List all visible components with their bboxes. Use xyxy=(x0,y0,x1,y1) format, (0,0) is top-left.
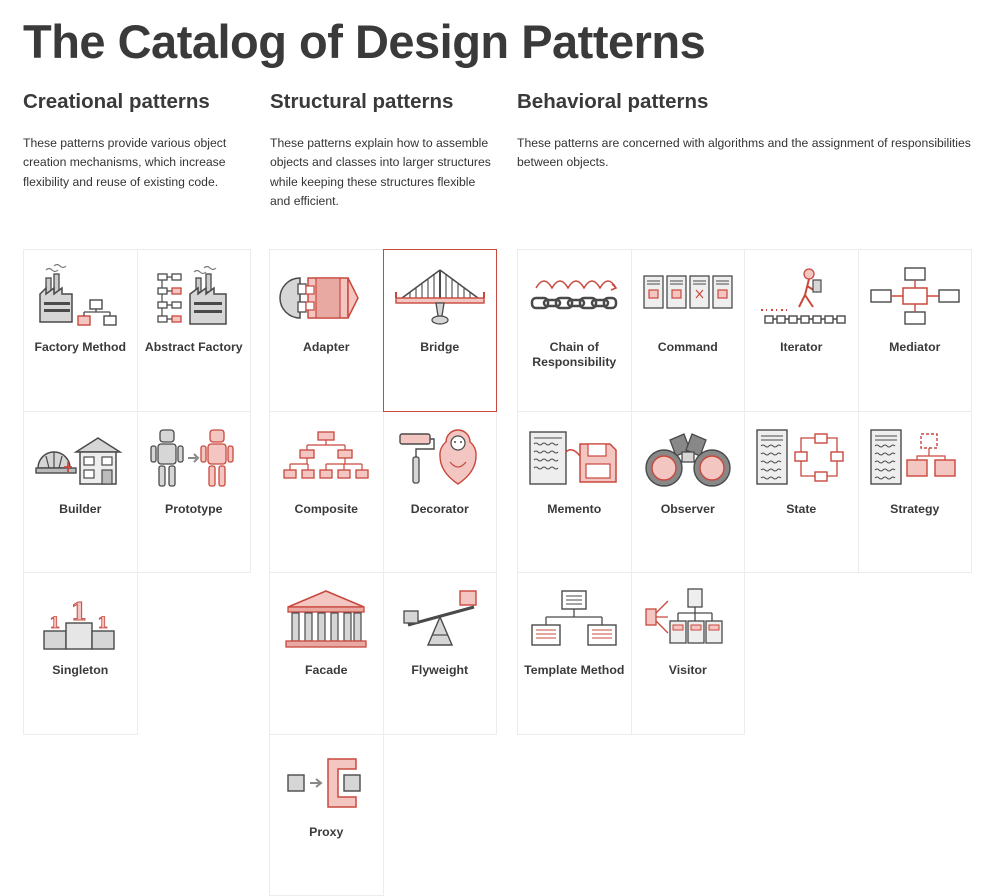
svg-text:1: 1 xyxy=(50,613,61,632)
pattern-card-decorator[interactable]: Decorator xyxy=(383,411,498,574)
pattern-card-abstract-factory[interactable]: Abstract Factory xyxy=(137,249,252,412)
pattern-card-builder[interactable]: Builder xyxy=(23,411,138,574)
pattern-card-visitor[interactable]: Visitor xyxy=(631,572,746,735)
template-method-icon xyxy=(526,587,622,657)
pattern-label: Factory Method xyxy=(28,340,132,355)
pattern-label: Observer xyxy=(655,502,721,517)
pattern-label: Proxy xyxy=(303,825,349,840)
pattern-card-adapter[interactable]: Adapter xyxy=(269,249,384,412)
pattern-card-bridge[interactable]: Bridge xyxy=(383,249,498,412)
singleton-icon: 1 1 1 xyxy=(32,587,128,657)
pattern-label: Adapter xyxy=(297,340,355,355)
pattern-label: Memento xyxy=(541,502,607,517)
state-icon xyxy=(753,426,849,496)
creational-grid: Factory Method Abstract Factory xyxy=(23,249,250,734)
composite-icon xyxy=(278,426,374,496)
bridge-icon xyxy=(392,264,488,334)
svg-text:1: 1 xyxy=(98,613,109,632)
pattern-card-memento[interactable]: Memento xyxy=(517,411,632,574)
pattern-label: Visitor xyxy=(663,663,713,678)
pattern-label: Singleton xyxy=(46,663,114,678)
behavioral-grid: Chain of Responsibility Command xyxy=(517,249,971,734)
creational-description: These patterns provide various object cr… xyxy=(23,134,241,192)
abstract-factory-icon xyxy=(146,264,242,334)
pattern-label: State xyxy=(780,502,822,517)
visitor-icon xyxy=(640,587,736,657)
pattern-label: Iterator xyxy=(774,340,828,355)
pattern-card-mediator[interactable]: Mediator xyxy=(858,249,973,412)
pattern-card-prototype[interactable]: Prototype xyxy=(137,411,252,574)
chain-of-responsibility-icon xyxy=(526,264,622,334)
mediator-icon xyxy=(867,264,963,334)
pattern-card-chain-of-responsibility[interactable]: Chain of Responsibility xyxy=(517,249,632,412)
pattern-label: Command xyxy=(652,340,724,355)
factory-method-icon xyxy=(32,264,128,334)
pattern-label: Decorator xyxy=(405,502,475,517)
structural-heading: Structural patterns xyxy=(270,88,453,116)
observer-icon xyxy=(640,426,736,496)
memento-icon xyxy=(526,426,622,496)
flyweight-icon xyxy=(392,587,488,657)
pattern-card-proxy[interactable]: Proxy xyxy=(269,734,384,896)
pattern-card-composite[interactable]: Composite xyxy=(269,411,384,574)
prototype-icon xyxy=(146,426,242,496)
proxy-icon xyxy=(278,749,374,819)
pattern-label: Composite xyxy=(288,502,364,517)
adapter-icon xyxy=(278,264,374,334)
pattern-label: Facade xyxy=(299,663,353,678)
pattern-label: Chain of Responsibility xyxy=(518,340,631,370)
command-icon xyxy=(640,264,736,334)
structural-grid: Adapter Bridge Composite xyxy=(269,249,496,895)
pattern-label: Bridge xyxy=(414,340,465,355)
iterator-icon xyxy=(753,264,849,334)
pattern-card-iterator[interactable]: Iterator xyxy=(744,249,859,412)
pattern-card-template-method[interactable]: Template Method xyxy=(517,572,632,735)
pattern-card-singleton[interactable]: 1 1 1 Singleton xyxy=(23,572,138,735)
pattern-label: Strategy xyxy=(884,502,945,517)
pattern-label: Mediator xyxy=(883,340,946,355)
pattern-card-observer[interactable]: Observer xyxy=(631,411,746,574)
creational-heading: Creational patterns xyxy=(23,88,210,116)
builder-icon xyxy=(32,426,128,496)
page-title: The Catalog of Design Patterns xyxy=(23,12,705,72)
pattern-card-state[interactable]: State xyxy=(744,411,859,574)
pattern-label: Template Method xyxy=(518,663,630,678)
pattern-card-strategy[interactable]: Strategy xyxy=(858,411,973,574)
behavioral-heading: Behavioral patterns xyxy=(517,88,708,116)
pattern-card-facade[interactable]: Facade xyxy=(269,572,384,735)
pattern-label: Prototype xyxy=(159,502,228,517)
strategy-icon xyxy=(867,426,963,496)
structural-description: These patterns explain how to assemble o… xyxy=(270,134,498,212)
pattern-label: Abstract Factory xyxy=(139,340,249,355)
decorator-icon xyxy=(392,426,488,496)
pattern-label: Flyweight xyxy=(405,663,474,678)
pattern-card-command[interactable]: Command xyxy=(631,249,746,412)
svg-text:1: 1 xyxy=(71,597,88,626)
facade-icon xyxy=(278,587,374,657)
behavioral-description: These patterns are concerned with algori… xyxy=(517,134,987,173)
pattern-card-factory-method[interactable]: Factory Method xyxy=(23,249,138,412)
pattern-card-flyweight[interactable]: Flyweight xyxy=(383,572,498,735)
pattern-label: Builder xyxy=(53,502,107,517)
